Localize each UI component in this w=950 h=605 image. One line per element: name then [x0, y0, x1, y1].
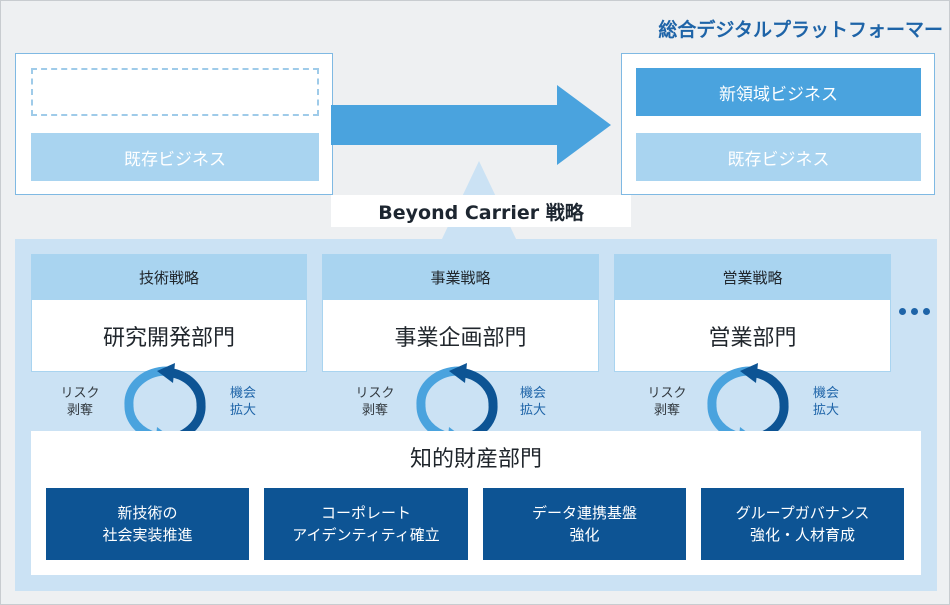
current-business-box: 既存ビジネス: [15, 53, 333, 195]
theme-line-2: 強化: [569, 526, 600, 544]
theme-box-social-implementation: 新技術の 社会実装推進: [46, 488, 249, 560]
theme-line-1: コーポレート: [320, 504, 411, 522]
theme-line-2: 強化・人材育成: [749, 526, 855, 544]
future-business-box: 新領域ビジネス 既存ビジネス: [621, 53, 935, 195]
theme-box-group-governance: グループガバナンス 強化・人材育成: [701, 488, 904, 560]
existing-business-block: 既存ビジネス: [31, 133, 319, 181]
risk-label: リスク剥奪: [355, 386, 395, 418]
department-card-sales: 営業戦略 営業部門: [614, 254, 891, 372]
opportunity-label: 機会拡大: [519, 386, 546, 418]
theme-line-2: アイデンティティ確立: [292, 526, 440, 544]
existing-business-label-right: 既存ビジネス: [727, 149, 830, 170]
department-strategy-label: 営業戦略: [614, 254, 891, 300]
theme-line-1: グループガバナンス: [735, 504, 870, 522]
department-name: 営業部門: [614, 300, 891, 372]
ellipsis-icon: [899, 308, 935, 318]
new-business-block: 新領域ビジネス: [636, 68, 921, 116]
department-strategy-label: 事業戦略: [322, 254, 599, 300]
theme-line-2: 社会実装推進: [102, 526, 193, 544]
theme-box-data-platform: データ連携基盤 強化: [483, 488, 686, 560]
empty-business-slot: [31, 68, 319, 116]
risk-label: リスク剥奪: [647, 386, 687, 418]
existing-business-block-right: 既存ビジネス: [636, 133, 921, 181]
new-business-label: 新領域ビジネス: [719, 84, 838, 105]
ip-department-title: 知的財産部門: [409, 447, 542, 472]
risk-label: リスク剥奪: [60, 386, 100, 418]
department-strategy-label: 技術戦略: [31, 254, 307, 300]
opportunity-label: 機会拡大: [812, 386, 839, 418]
ip-department-panel: 知的財産部門 新技術の 社会実装推進 コーポレート アイデンティティ確立 データ…: [31, 431, 921, 575]
strategy-panel: 技術戦略 研究開発部門 事業戦略 事業企画部門 営業戦略 営業部門 リスク剥奪: [15, 239, 937, 591]
platform-title: 総合デジタルプラットフォーマー: [658, 18, 943, 41]
department-name: 研究開発部門: [31, 300, 307, 372]
theme-line-1: データ連携基盤: [531, 504, 637, 522]
strategy-title: Beyond Carrier 戦略: [331, 195, 631, 227]
department-name: 事業企画部門: [322, 300, 599, 372]
existing-business-label: 既存ビジネス: [124, 149, 226, 170]
department-card-rnd: 技術戦略 研究開発部門: [31, 254, 307, 372]
department-card-business-planning: 事業戦略 事業企画部門: [322, 254, 599, 372]
theme-box-corporate-identity: コーポレート アイデンティティ確立: [264, 488, 468, 560]
opportunity-label: 機会拡大: [229, 386, 256, 418]
arrow-right-icon: [331, 85, 611, 165]
theme-line-1: 新技術の: [117, 504, 178, 522]
